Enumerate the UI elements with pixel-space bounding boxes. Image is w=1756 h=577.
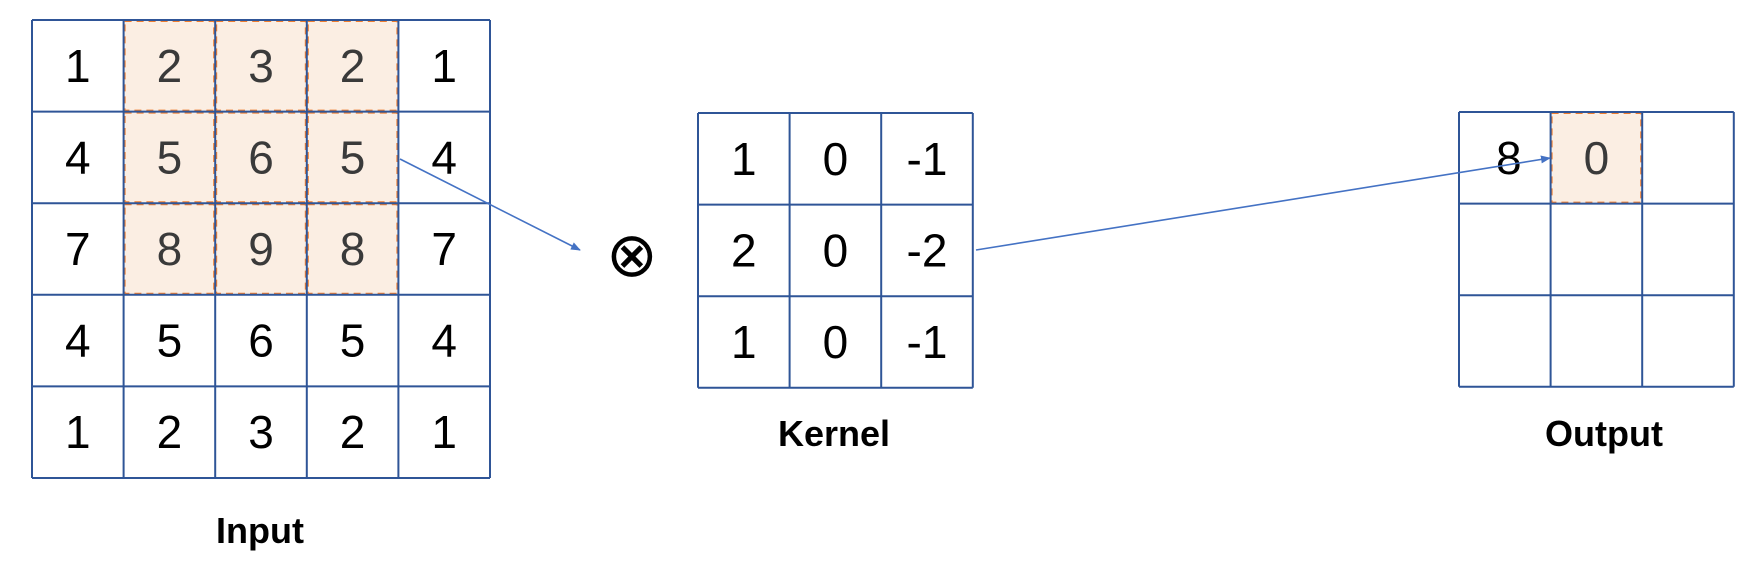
input-cell: 8	[157, 223, 183, 275]
arrow-input-to-operator	[399, 158, 581, 251]
input-cell: 4	[431, 315, 457, 367]
kernel-cell: 0	[823, 133, 849, 185]
kernel-cell: -1	[907, 133, 948, 185]
input-cell: 2	[157, 40, 183, 92]
output-cell: 0	[1584, 132, 1610, 184]
input-highlight-cell	[306, 20, 399, 112]
input-cell: 9	[248, 223, 274, 275]
kernel-cell: -1	[907, 316, 948, 368]
input-cell: 3	[248, 406, 274, 458]
arrow-kernel-to-output	[975, 155, 1551, 251]
input-cell: 2	[340, 406, 366, 458]
input-cell: 4	[65, 131, 91, 183]
input-cell: 2	[340, 40, 366, 92]
input-cell: 5	[340, 315, 366, 367]
input-cell: 7	[431, 223, 457, 275]
input-cell: 1	[65, 406, 91, 458]
kernel-cell: 1	[731, 133, 757, 185]
input-label: Input	[216, 510, 304, 551]
input-cell: 4	[431, 131, 457, 183]
input-cell: 7	[65, 223, 91, 275]
kernel-cell: 2	[731, 224, 757, 276]
output-cell: 8	[1496, 132, 1522, 184]
input-cell: 4	[65, 315, 91, 367]
kernel-matrix: 1 0 -1 2 0 -2 1 0 -1	[697, 112, 974, 389]
input-cell: 6	[248, 131, 274, 183]
kernel-cell: 0	[823, 224, 849, 276]
input-cell: 3	[248, 40, 274, 92]
kernel-label: Kernel	[778, 413, 890, 454]
kernel-cell: -2	[907, 224, 948, 276]
input-highlight-cell	[215, 20, 307, 112]
input-cell: 1	[65, 40, 91, 92]
input-cell: 1	[431, 40, 457, 92]
input-cell: 5	[157, 131, 183, 183]
convolution-operator-icon: ⊗	[606, 218, 658, 291]
output-label: Output	[1545, 413, 1663, 454]
kernel-cell: 0	[823, 316, 849, 368]
input-matrix: 1 2 3 2 1 4 5 6 5 4 7 8 9 8 7 4 5 6 5 4 1 2 3 2 1	[31, 19, 491, 479]
kernel-cell: 1	[731, 316, 757, 368]
input-highlight-cell	[123, 111, 216, 204]
input-cell: 5	[157, 315, 183, 367]
input-cell: 6	[248, 315, 274, 367]
input-cell: 2	[157, 406, 183, 458]
input-cell: 8	[340, 223, 366, 275]
input-cell: 5	[340, 131, 366, 183]
input-cell: 1	[431, 406, 457, 458]
